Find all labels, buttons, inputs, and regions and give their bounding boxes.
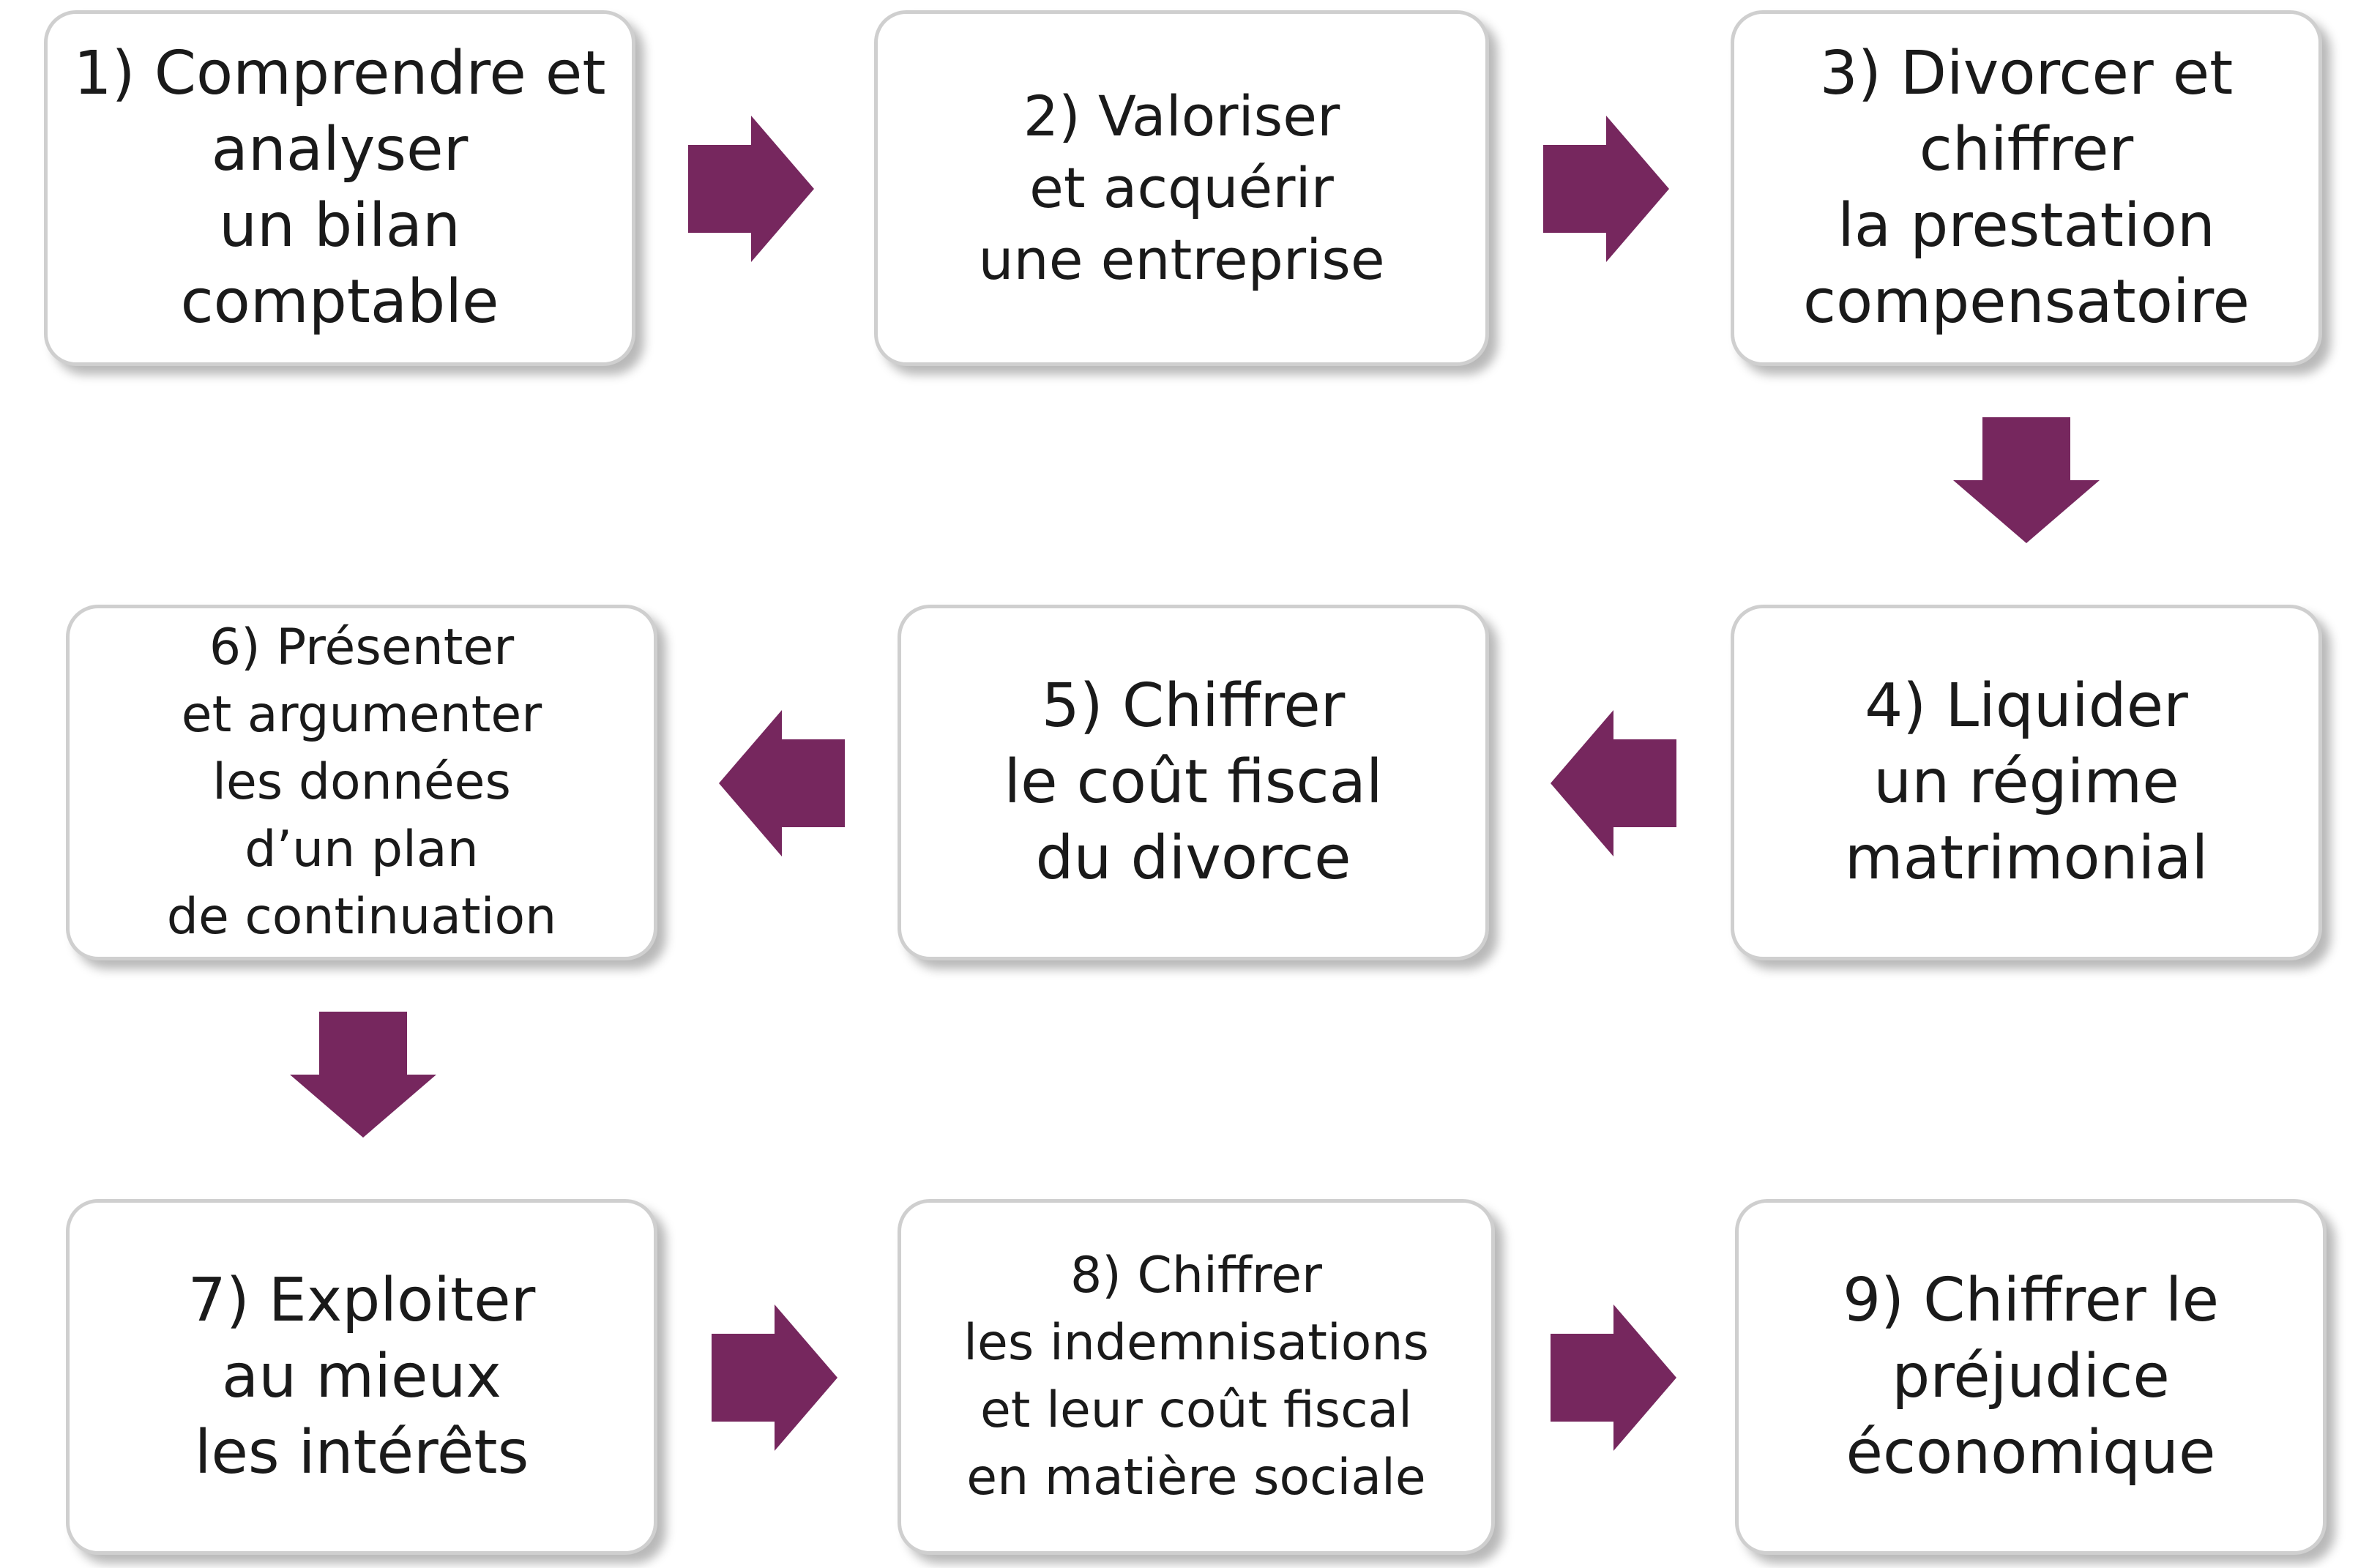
step-6-line-3: les données	[212, 753, 511, 811]
step-4-line-1: 4) Liquider	[1865, 671, 2188, 741]
step-5-box: 5) Chiffrer le coût fiscal du divorce	[898, 605, 1489, 960]
arrow-right-icon	[1551, 1304, 1676, 1451]
step-2-line-2: et acquérir	[1029, 155, 1334, 220]
step-6-line-2: et argumenter	[181, 686, 542, 744]
arrow-right-icon	[1543, 116, 1669, 262]
step-3-box: 3) Divorcer et chiffrer la prestation co…	[1731, 10, 2322, 366]
step-7-line-2: au mieux	[222, 1342, 501, 1411]
step-3-line-3: la prestation	[1837, 191, 2215, 261]
arrow-right-icon	[688, 116, 814, 262]
step-7-line-3: les intérêts	[194, 1418, 529, 1487]
step-5-line-3: du divorce	[1035, 824, 1351, 893]
step-2-line-3: une entreprise	[978, 227, 1385, 292]
step-1-line-3: un bilan	[219, 191, 460, 261]
step-6-box: 6) Présenter et argumenter les données d…	[66, 605, 657, 960]
step-2-box: 2) Valoriser et acquérir une entreprise	[874, 10, 1489, 366]
step-9-line-1: 9) Chiffrer le	[1842, 1266, 2220, 1335]
step-9-line-3: économique	[1846, 1418, 2216, 1487]
arrow-left-icon	[719, 710, 845, 856]
step-1-box: 1) Comprendre et analyser un bilan compt…	[44, 10, 635, 366]
step-4-box: 4) Liquider un régime matrimonial	[1731, 605, 2322, 960]
step-3-line-4: compensatoire	[1802, 267, 2250, 337]
step-8-line-4: en matière sociale	[966, 1449, 1426, 1507]
step-7-line-1: 7) Exploiter	[187, 1266, 536, 1335]
step-4-line-2: un régime	[1873, 747, 2179, 817]
arrow-down-icon	[290, 1012, 436, 1138]
step-9-line-2: préjudice	[1892, 1342, 2170, 1411]
step-3-line-1: 3) Divorcer et	[1819, 39, 2234, 108]
step-5-line-2: le coût fiscal	[1004, 747, 1383, 817]
step-9-box: 9) Chiffrer le préjudice économique	[1735, 1199, 2327, 1555]
step-7-box: 7) Exploiter au mieux les intérêts	[66, 1199, 657, 1555]
step-8-line-3: et leur coût fiscal	[980, 1381, 1413, 1439]
step-1-line-2: analyser	[211, 115, 469, 184]
step-1-line-4: comptable	[180, 267, 499, 337]
step-5-line-1: 5) Chiffrer	[1041, 671, 1346, 741]
step-6-line-5: de continuation	[166, 888, 557, 946]
step-3-line-2: chiffrer	[1919, 115, 2134, 184]
step-1-line-1: 1) Comprendre et	[73, 39, 606, 108]
step-8-line-2: les indemnisations	[963, 1314, 1429, 1372]
step-8-box: 8) Chiffrer les indemnisations et leur c…	[898, 1199, 1495, 1555]
step-2-line-1: 2) Valoriser	[1023, 83, 1340, 149]
arrow-left-icon	[1551, 710, 1676, 856]
arrow-down-icon	[1953, 417, 2100, 543]
step-8-line-1: 8) Chiffrer	[1070, 1247, 1322, 1304]
step-6-line-1: 6) Présenter	[209, 619, 515, 676]
step-4-line-3: matrimonial	[1844, 824, 2209, 893]
arrow-right-icon	[712, 1304, 837, 1451]
step-6-line-4: d’un plan	[245, 821, 479, 878]
